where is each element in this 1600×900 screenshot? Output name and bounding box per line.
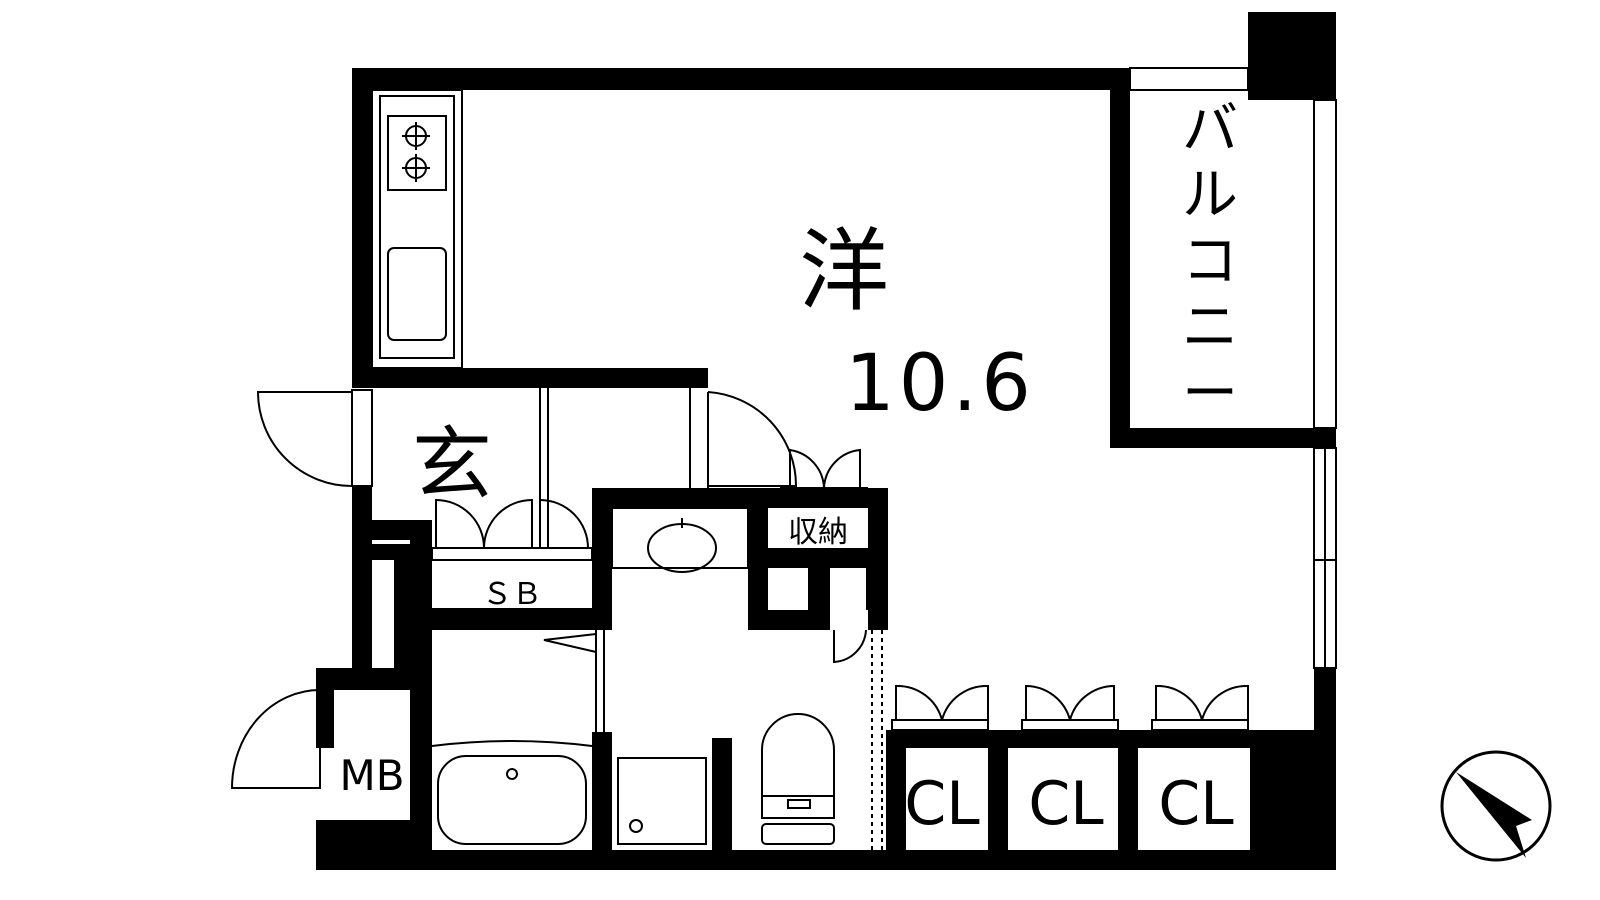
kitchen-counter [371, 89, 463, 369]
wall-storage-post2 [866, 568, 888, 610]
wall-balcony-bottom [1110, 428, 1336, 448]
mb-door [230, 689, 321, 789]
entrance-label: 玄 [412, 418, 492, 511]
fixtures [431, 507, 835, 845]
bathtub-icon [437, 755, 587, 845]
closet-door-3 [1155, 684, 1249, 721]
storage-label: 収納 [788, 515, 848, 550]
wall-closet-sep-3 [1118, 730, 1138, 870]
wall-closet-sep-1 [886, 730, 906, 870]
wall-mb-roof [316, 668, 416, 690]
stove-icon [387, 115, 447, 191]
wall-bottom [316, 850, 1336, 870]
wall-storage-left [748, 508, 768, 630]
shoe-box-label: ＳＢ [482, 577, 542, 612]
western-room-label: 洋 [799, 219, 889, 324]
closet-label-3: CL [1158, 769, 1234, 839]
balcony-top-rail [1129, 67, 1249, 91]
closet-door-2 [1025, 684, 1115, 721]
meter-box-label: MB [339, 751, 404, 800]
wall-kitchen-divider [352, 368, 708, 388]
pillar-bottom-right [1250, 730, 1336, 870]
wall-sb-right [592, 488, 612, 630]
wall-storage-mid [748, 548, 888, 568]
wall-left-upper [352, 68, 372, 386]
wall-mb-left [316, 668, 334, 748]
wall-top [352, 68, 1130, 90]
wall-bath-right [592, 732, 612, 870]
balcony-right-rail [1313, 99, 1337, 429]
wall-bath-left [410, 520, 432, 870]
western-door [707, 391, 798, 490]
closet-label-1: CL [904, 769, 980, 839]
wall-toilet-stub [712, 738, 732, 870]
doors [230, 388, 1249, 850]
windows [1110, 67, 1337, 669]
sb-door-2 [539, 498, 589, 549]
closet-label-2: CL [1028, 769, 1104, 839]
walls [316, 12, 1336, 870]
washroom-door [833, 629, 867, 664]
entry-door [256, 391, 353, 487]
sb-door-1 [435, 498, 485, 549]
wash-basin-icon [647, 523, 717, 573]
wall-washroom-top [592, 488, 888, 508]
wall-storage-post [808, 568, 830, 630]
wall-storage-low [748, 610, 810, 630]
kitchen [371, 89, 463, 369]
balcony-label: バルコニー [1182, 97, 1238, 426]
bath-door [595, 630, 605, 732]
storage-door [789, 448, 825, 489]
compass-icon [1440, 750, 1552, 862]
closet-door-1 [895, 684, 989, 721]
toilet-icon [761, 713, 835, 797]
pillar-top-right [1248, 12, 1336, 100]
western-room-area: 10.6 [845, 339, 1035, 429]
wall-sb-bottom [410, 608, 610, 630]
sink-icon [387, 247, 447, 341]
laundry-pan-icon [617, 757, 707, 845]
wall-closet-sep-2 [988, 730, 1008, 870]
